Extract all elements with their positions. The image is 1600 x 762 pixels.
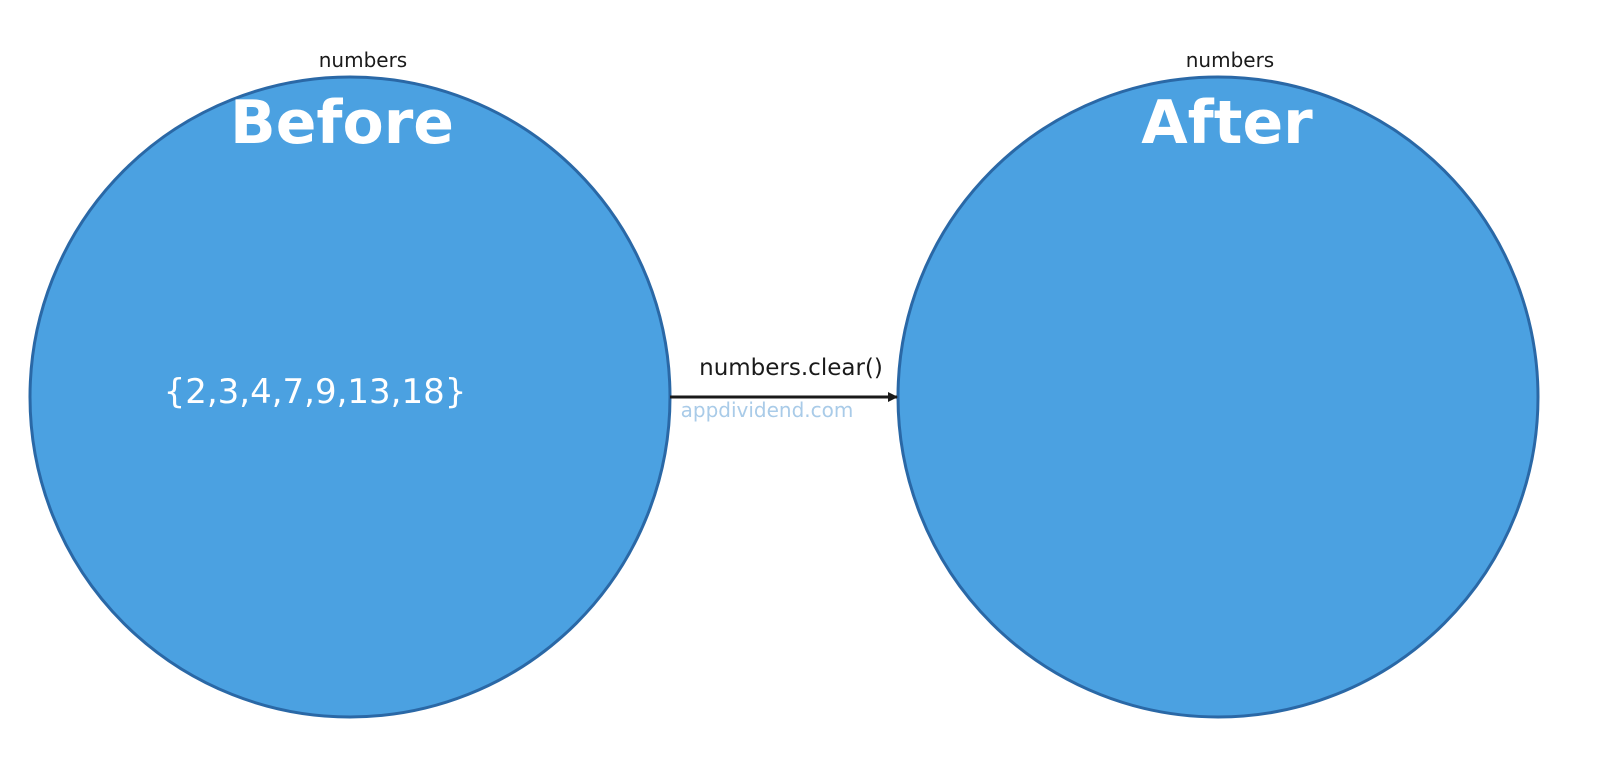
before-set-contents: {2,3,4,7,9,13,18}: [164, 372, 467, 412]
after-set-circle: [896, 75, 1540, 719]
watermark: appdividend.com: [681, 398, 854, 422]
after-set-name: numbers: [1186, 48, 1274, 72]
before-set-name: numbers: [319, 48, 407, 72]
operation-label: numbers.clear(): [699, 355, 883, 381]
before-title: Before: [230, 88, 454, 158]
after-title: After: [1141, 88, 1313, 158]
